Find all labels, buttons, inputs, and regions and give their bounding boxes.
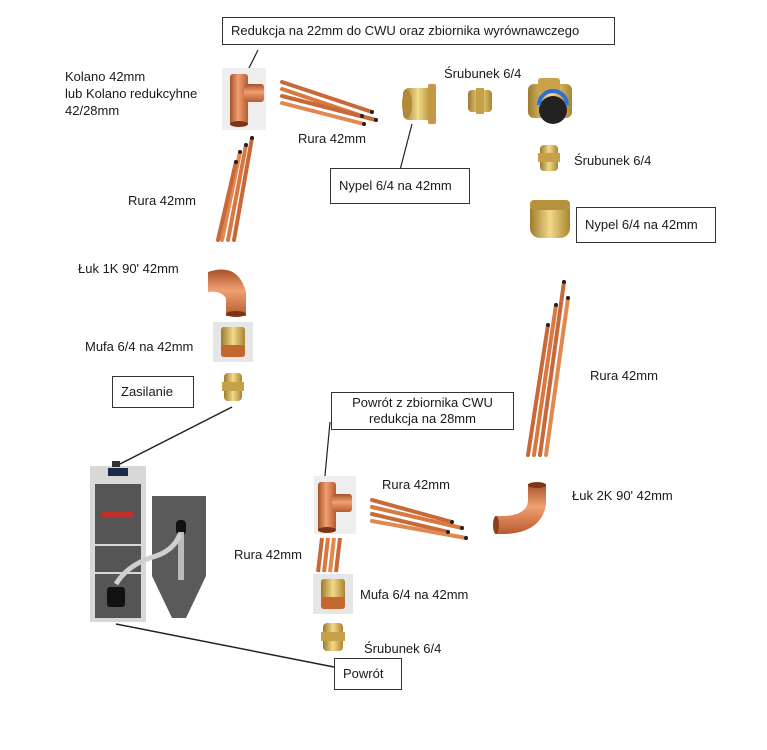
callout-nipple-left: Nypel 6/4 na 42mm bbox=[330, 168, 470, 204]
nipple-fitting-left-icon bbox=[402, 84, 436, 124]
pipe-bundle-top-icon bbox=[280, 80, 378, 126]
pipe-bundle-bottom-horizontal-icon bbox=[370, 498, 468, 540]
sleeve-fitting-bottom-icon bbox=[313, 574, 353, 614]
callout-return-cwu: Powrót z zbiornika CWU redukcja na 28mm bbox=[331, 392, 514, 430]
leader-supply bbox=[115, 406, 233, 467]
label-elbow-tee-line1: Kolano 42mm bbox=[65, 69, 146, 84]
label-pipe-top: Rura 42mm bbox=[298, 131, 366, 146]
label-bend-1k: Łuk 1K 90' 42mm bbox=[78, 261, 179, 276]
leader-return bbox=[115, 623, 335, 668]
pipe-bundle-left-icon bbox=[216, 136, 254, 242]
label-union-right: Śrubunek 6/4 bbox=[574, 153, 652, 168]
callout-reduction-top: Redukcja na 22mm do CWU oraz zbiornika w… bbox=[222, 17, 615, 45]
nipple-fitting-right-icon bbox=[530, 200, 570, 238]
pipe-bundle-right-icon bbox=[526, 280, 570, 457]
bend-1k-icon bbox=[208, 269, 246, 317]
label-sleeve-left: Mufa 6/4 na 42mm bbox=[85, 339, 194, 354]
callout-return: Powrót bbox=[334, 658, 402, 690]
label-pipe-bottom-vertical: Rura 42mm bbox=[234, 547, 302, 562]
label-elbow-tee: Kolano 42mm lub Kolano redukcyhne 42/28m… bbox=[65, 68, 197, 119]
bend-2k-icon bbox=[493, 482, 546, 534]
pipe-bundle-bottom-vertical-icon bbox=[316, 537, 342, 573]
label-union-top: Śrubunek 6/4 bbox=[444, 66, 522, 81]
label-pipe-bottom-horizontal: Rura 42mm bbox=[382, 477, 450, 492]
label-bend-2k: Łuk 2K 90' 42mm bbox=[572, 488, 673, 503]
union-fitting-right-icon bbox=[538, 145, 560, 171]
callout-return-cwu-line2: redukcja na 28mm bbox=[369, 411, 476, 426]
label-sleeve-bottom: Mufa 6/4 na 42mm bbox=[360, 587, 469, 602]
union-fitting-top-icon bbox=[468, 88, 492, 114]
leader-nipple-left bbox=[399, 123, 413, 171]
tee-fitting-top-icon bbox=[222, 68, 266, 130]
sleeve-fitting-left-icon bbox=[213, 322, 253, 362]
callout-supply: Zasilanie bbox=[112, 376, 194, 408]
union-fitting-bottom-icon bbox=[321, 623, 345, 651]
mixing-valve-icon bbox=[528, 78, 572, 124]
label-pipe-right: Rura 42mm bbox=[590, 368, 658, 383]
label-union-bottom: Śrubunek 6/4 bbox=[364, 641, 442, 656]
pellet-boiler-icon bbox=[90, 461, 206, 622]
union-fitting-supply-icon bbox=[222, 373, 244, 401]
label-elbow-tee-line2: lub Kolano redukcyhne bbox=[65, 86, 198, 101]
label-pipe-left: Rura 42mm bbox=[128, 193, 196, 208]
tee-fitting-bottom-icon bbox=[314, 476, 356, 534]
label-elbow-tee-line3: 42/28mm bbox=[65, 103, 120, 118]
callout-return-cwu-line1: Powrót z zbiornika CWU bbox=[352, 395, 493, 410]
callout-nipple-right: Nypel 6/4 na 42mm bbox=[576, 207, 716, 243]
leader-return-cwu bbox=[323, 421, 331, 487]
